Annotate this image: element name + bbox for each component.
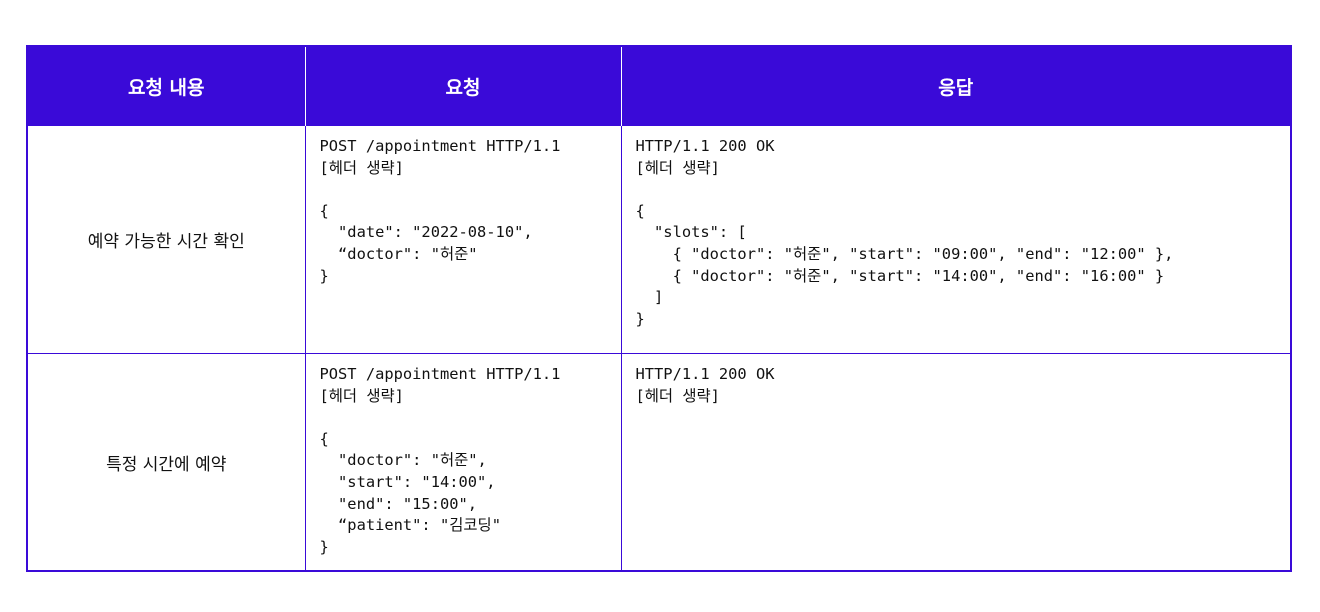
table-header: 요청 내용 요청 응답 (27, 46, 1291, 126)
response-cell: HTTP/1.1 200 OK [헤더 생략] { "slots": [ { "… (620, 125, 1292, 354)
header-request: 요청 (304, 46, 621, 126)
table-body: 예약 가능한 시간 확인 POST /appointment HTTP/1.1 … (26, 125, 1292, 572)
header-response: 응답 (620, 46, 1291, 126)
response-cell: HTTP/1.1 200 OK [헤더 생략] (620, 353, 1292, 572)
row-description: 특정 시간에 예약 (26, 353, 306, 572)
header-description: 요청 내용 (27, 46, 305, 126)
request-code: POST /appointment HTTP/1.1 [헤더 생략] { "do… (319, 365, 561, 556)
table-row: 예약 가능한 시간 확인 POST /appointment HTTP/1.1 … (26, 125, 1292, 354)
api-exchange-table: 요청 내용 요청 응답 예약 가능한 시간 확인 POST /appointme… (26, 45, 1292, 572)
request-cell: POST /appointment HTTP/1.1 [헤더 생략] { "do… (304, 353, 622, 572)
response-code: HTTP/1.1 200 OK [헤더 생략] (635, 365, 775, 405)
request-code: POST /appointment HTTP/1.1 [헤더 생략] { "da… (319, 137, 561, 285)
response-code: HTTP/1.1 200 OK [헤더 생략] { "slots": [ { "… (635, 137, 1174, 328)
row-description: 예약 가능한 시간 확인 (26, 125, 306, 354)
header-row: 요청 내용 요청 응답 (27, 46, 1291, 126)
request-cell: POST /appointment HTTP/1.1 [헤더 생략] { "da… (304, 125, 622, 354)
table-row: 특정 시간에 예약 POST /appointment HTTP/1.1 [헤더… (26, 353, 1292, 572)
